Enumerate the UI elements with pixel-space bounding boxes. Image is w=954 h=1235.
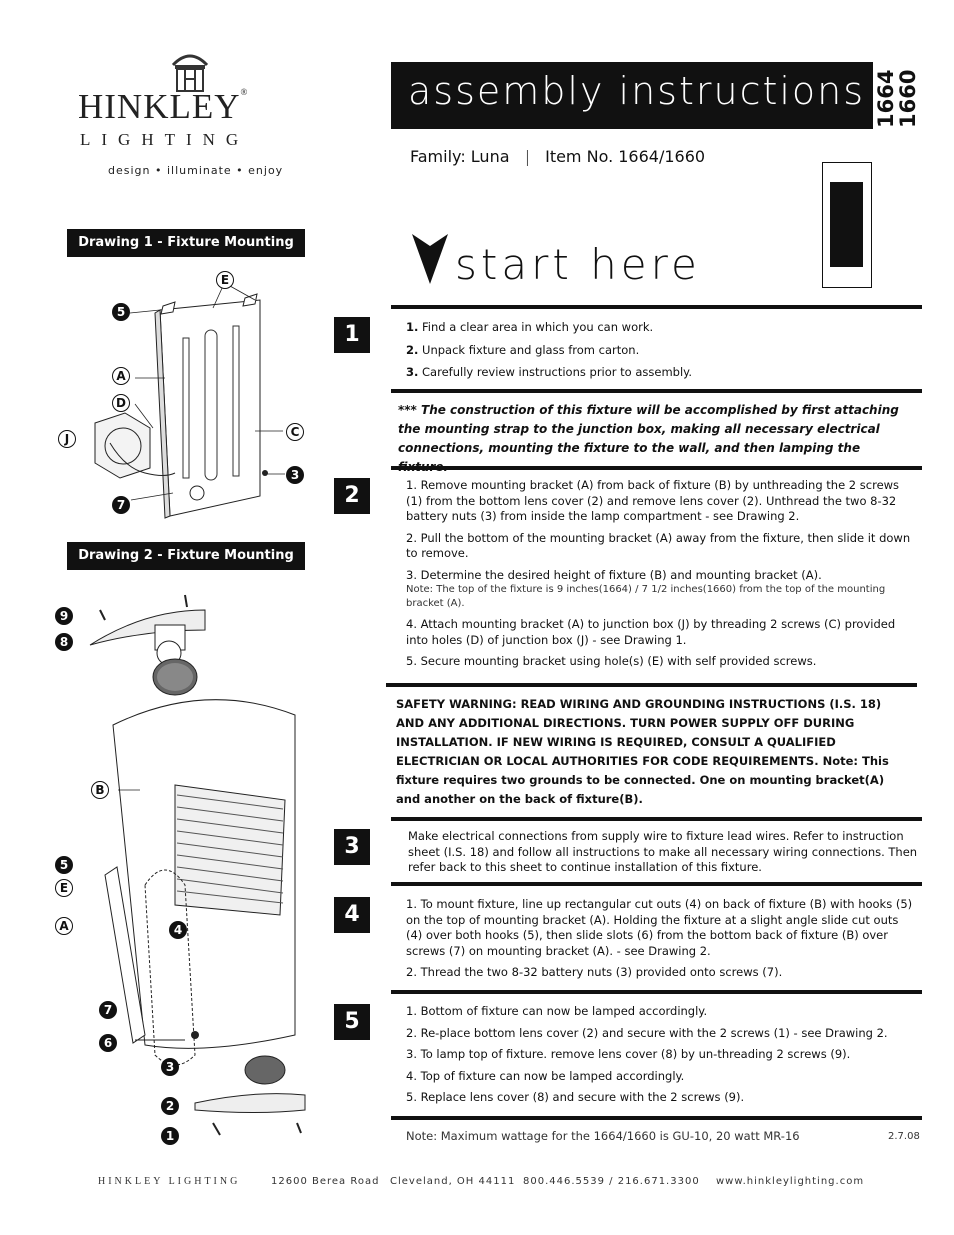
step-5-text: 1. Bottom of fixture can now be lamped a… (406, 1004, 918, 1112)
lantern-logo-icon (171, 54, 209, 92)
step-5-number: 5 (334, 1004, 370, 1040)
step-2-line-4: 4. Attach mounting bracket (A) to juncti… (406, 617, 896, 647)
drawing-2-diagram (89, 594, 306, 1136)
callout-d-d1: D (112, 394, 130, 412)
item-number: Item No. 1664/1660 (545, 147, 706, 166)
rule-bottom (391, 1116, 922, 1120)
step-1-text: 1. Find a clear area in which you can wo… (406, 320, 692, 379)
callout-6-d2: 6 (99, 1034, 117, 1052)
max-wattage-note: Note: Maximum wattage for the 1664/1660 … (406, 1129, 800, 1143)
callout-8-d2: 8 (55, 633, 73, 651)
construction-note: *** The construction of this fixture wil… (398, 403, 899, 474)
rule-step-1 (391, 305, 922, 309)
drawing-1-diagram (94, 285, 285, 519)
step-4-line-1: 1. To mount fixture, line up rectangular… (406, 897, 913, 958)
step-5-line-3: 3. To lamp top of fixture. remove lens c… (406, 1047, 851, 1061)
step-2-line-3: 3. Determine the desired height of fixtu… (406, 567, 822, 582)
step-5-line-4: 4. Top of fixture can now be lamped acco… (406, 1068, 685, 1083)
page-title: assembly instructions (408, 69, 866, 113)
footer-address: 12600 Berea Road (271, 1176, 380, 1187)
title-bar: assembly instructions (391, 62, 873, 129)
callout-j-d1: J (58, 430, 76, 448)
footer-phone: 800.446.5539 / 216.671.3300 (523, 1176, 700, 1187)
step-2-note: Note: The top of the fixture is 9 inches… (406, 584, 886, 609)
callout-4-d2: 4 (169, 921, 187, 939)
item-code-2: 1660 (896, 69, 920, 128)
header-separator: | (524, 147, 530, 166)
callout-a-d1: A (112, 367, 130, 385)
callout-1-d2: 1 (161, 1127, 179, 1145)
callout-5-d1: 5 (112, 303, 130, 321)
step-5-line-2: 2. Re-place bottom lens cover (2) and se… (406, 1025, 888, 1040)
callout-5-d2: 5 (55, 856, 73, 874)
rule-step-5 (391, 990, 922, 994)
step-2-line-2: 2. Pull the bottom of the mounting brack… (406, 530, 911, 561)
date-code: 2.7.08 (888, 1131, 920, 1142)
safety-warning: SAFETY WARNING: READ WIRING AND GROUNDIN… (396, 697, 889, 806)
step-2-number: 2 (334, 478, 370, 514)
step-5-line-1: 1. Bottom of fixture can now be lamped a… (406, 1004, 708, 1018)
step-4-number: 4 (334, 897, 370, 933)
callout-3-d2: 3 (161, 1058, 179, 1076)
step-2-line-5: 5. Secure mounting bracket using hole(s)… (406, 654, 817, 668)
rule-step-2 (391, 466, 922, 470)
callout-a-d2: A (55, 917, 73, 935)
family-label: Family: Luna (410, 147, 510, 166)
step-1-number: 1 (334, 317, 370, 353)
footer-website[interactable]: www.hinkleylighting.com (716, 1176, 865, 1187)
rule-step-3 (391, 817, 922, 821)
brand-tagline: design • illuminate • enjoy (108, 164, 284, 177)
callout-9-d2: 9 (55, 607, 73, 625)
brand-sub: LIGHTING (80, 130, 250, 149)
callout-b-d2: B (91, 781, 109, 799)
drawing-2-label: Drawing 2 - Fixture Mounting (67, 542, 305, 570)
start-here-heading: start here (455, 240, 701, 289)
callout-3-d1: 3 (286, 466, 304, 484)
step-5-line-5: 5. Replace lens cover (8) and secure wit… (406, 1090, 745, 1104)
step-4-line-2: 2. Thread the two 8-32 battery nuts (3) … (406, 965, 783, 979)
step-2-line-1: 1. Remove mounting bracket (A) from back… (406, 478, 900, 523)
footer-company: HINKLEY LIGHTING (98, 1176, 241, 1187)
rule-safety (386, 683, 917, 687)
rule-step-4 (391, 882, 922, 886)
brand-logo: HINKLEY® LIGHTING design • illuminate • … (75, 45, 315, 185)
rule-construction (391, 389, 922, 393)
callout-c-d1: C (286, 423, 304, 441)
brand-name: HINKLEY® (78, 87, 249, 126)
item-code-1: 1664 (874, 69, 898, 128)
step-3-text: Make electrical connections from supply … (408, 829, 918, 874)
callout-7-d1: 7 (112, 496, 130, 514)
callout-2-d2: 2 (161, 1097, 179, 1115)
drawing-1-label: Drawing 1 - Fixture Mounting (67, 229, 305, 257)
callout-e-d1: E (216, 271, 234, 289)
callout-e-d2: E (55, 879, 73, 897)
start-arrow-icon (412, 234, 448, 284)
step-3-number: 3 (334, 829, 370, 865)
callout-7-d2: 7 (99, 1001, 117, 1019)
step-2-text: 1. Remove mounting bracket (A) from back… (406, 478, 918, 676)
footer-city: Cleveland, OH 44111 (390, 1176, 516, 1187)
fixture-thumbnail (822, 162, 872, 288)
step-4-text: 1. To mount fixture, line up rectangular… (406, 897, 916, 987)
family-line: Family: Luna | Item No. 1664/1660 (410, 147, 705, 166)
